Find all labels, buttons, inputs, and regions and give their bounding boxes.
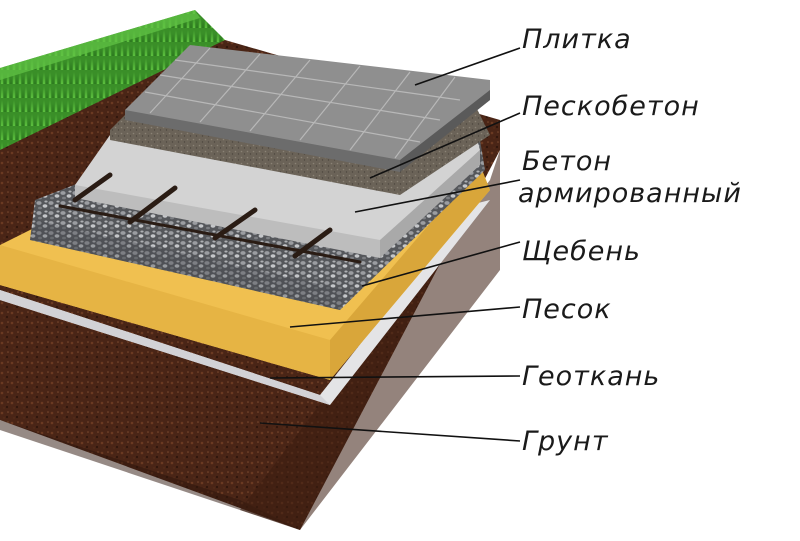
label-sand-concrete: Пескобетон bbox=[522, 91, 700, 122]
leader-geotextile bbox=[269, 375, 521, 379]
label-reinforced-concrete-line2: армированный bbox=[518, 178, 742, 209]
leader-sand bbox=[289, 306, 521, 328]
leader-tile bbox=[414, 47, 521, 86]
leader-concrete bbox=[354, 179, 521, 213]
geotextile-layer bbox=[0, 200, 490, 405]
label-tile: Плитка bbox=[522, 24, 632, 55]
tile-layer bbox=[125, 45, 490, 172]
rebar-bars bbox=[58, 172, 362, 264]
leader-gravel bbox=[361, 241, 521, 287]
label-soil: Грунт bbox=[522, 426, 609, 457]
label-reinforced-concrete-line1: Бетон bbox=[522, 146, 613, 177]
leader-soil bbox=[259, 422, 521, 442]
label-sand: Песок bbox=[522, 294, 612, 325]
label-crushed-stone: Щебень bbox=[522, 236, 641, 267]
leader-lines bbox=[259, 47, 521, 442]
label-geotextile: Геоткань bbox=[522, 361, 661, 392]
leader-sand-concrete bbox=[369, 112, 521, 179]
